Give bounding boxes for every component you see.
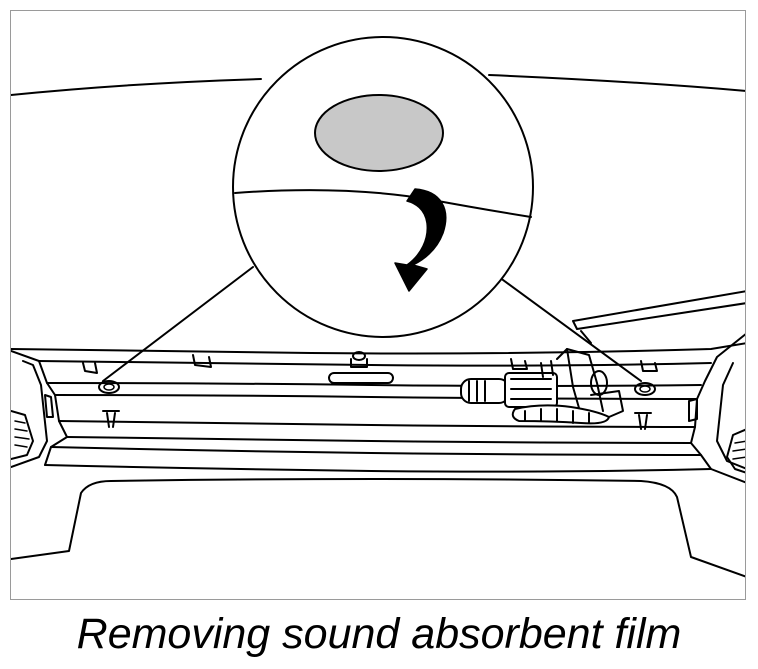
- magnifier-view: [232, 36, 534, 338]
- illustration-frame: [10, 10, 746, 600]
- wiper-motor: [460, 348, 624, 425]
- leader-line-right: [487, 268, 642, 382]
- hood-front-edge: [11, 74, 745, 96]
- clip-hole-right: [634, 382, 656, 396]
- clip-hole-left: [98, 380, 120, 394]
- windshield-base: [11, 478, 745, 578]
- cowl-clips: [82, 351, 658, 430]
- curved-removal-arrow-icon: [394, 188, 447, 292]
- clip-hole-right-inner: [639, 385, 651, 393]
- wiper-arm: [572, 290, 745, 344]
- right-fender: [688, 333, 745, 484]
- hood-illustration: [11, 36, 745, 578]
- sound-absorbent-film-patch: [314, 94, 444, 172]
- figure-caption: Removing sound absorbent film: [76, 610, 682, 658]
- cowl-panel: [11, 342, 745, 473]
- left-fender: [11, 350, 68, 468]
- clip-hole-left-inner: [103, 383, 115, 391]
